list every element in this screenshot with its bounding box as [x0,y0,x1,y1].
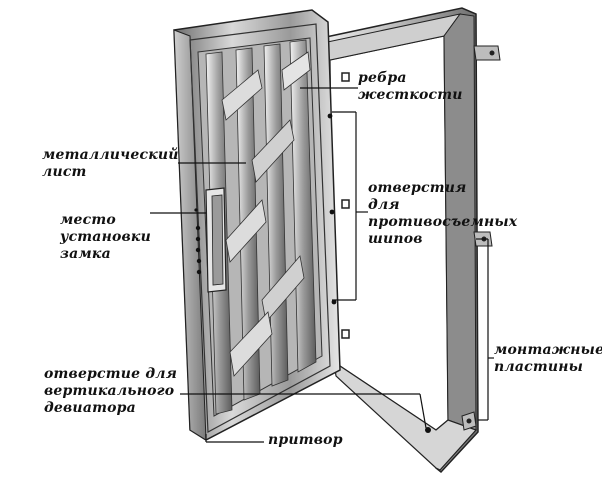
frame-sill [333,360,478,471]
label-stiffeners-line2: жесткости [358,87,463,103]
label-metal-sheet-line2: лист [42,164,87,180]
label-stiffeners-line1: ребра [358,70,407,86]
label-lock-place-line2: установки [60,229,151,245]
pin-hole-bottom [341,329,350,339]
deviator-hole-marker [425,427,431,433]
label-metal-sheet-line1: металлический [42,147,179,163]
label-anti-removal-holes-line4: шипов [368,231,423,247]
label-rebate: притвор [268,432,343,449]
label-rebate-line1: притвор [268,432,343,448]
label-deviator-hole: отверстие для вертикального девиатора [44,366,177,417]
label-deviator-hole-line1: отверстие для [44,366,178,382]
label-anti-removal-holes-line2: для [368,197,400,213]
pin-hole-middle [341,199,350,209]
lock-pocket [205,187,227,293]
label-anti-removal-holes-line3: противосъемных [368,214,518,230]
door-frame [311,7,501,474]
label-mounting-plates: монтажные пластины [494,342,602,376]
label-lock-place-line3: замка [60,246,111,262]
label-deviator-hole-line3: девиатора [44,400,136,416]
leader-lines [150,87,494,443]
label-deviator-hole-line2: вертикального [44,383,175,399]
label-anti-removal-holes-line1: отверстия [368,180,467,196]
label-mounting-plates-line2: пластины [494,359,584,375]
label-metal-sheet: металлический лист [42,147,179,181]
label-anti-removal-holes: отверстия для противосъемных шипов [368,180,517,248]
door-leaf [173,9,341,441]
label-mounting-plates-line1: монтажные [494,342,602,358]
pin-hole-top [341,72,350,82]
label-stiffeners: ребра жесткости [358,70,463,104]
label-lock-place: место установки замка [60,212,151,263]
lock-bolts [194,208,202,275]
label-lock-place-line1: место [60,212,116,228]
